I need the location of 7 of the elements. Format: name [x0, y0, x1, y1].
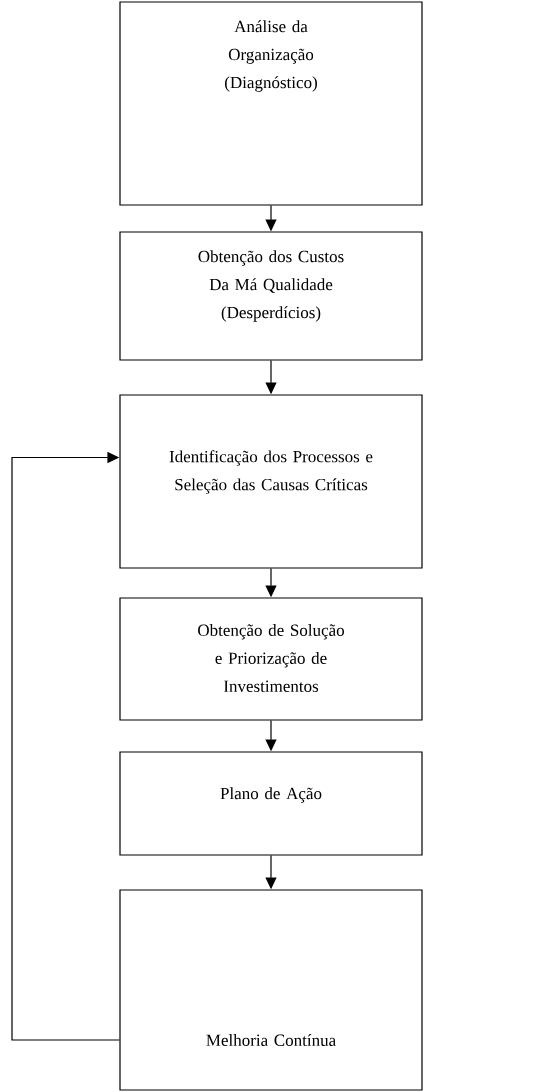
process-box: Plano de Ação — [119, 751, 423, 856]
process-box: Obtenção dos Custos Da Má Qualidade (Desperdícios) — [119, 231, 423, 361]
process-box: Melhoria Contínua — [119, 889, 423, 1091]
process-box: Análise da Organização (Diagnóstico) — [119, 1, 423, 206]
process-box: Identificação dos Processos e Seleção das Causas Críticas — [119, 394, 423, 569]
arrow — [11, 451, 120, 1041]
process-box: Obtenção de Solução e Priorização de Investimentos — [119, 597, 423, 721]
